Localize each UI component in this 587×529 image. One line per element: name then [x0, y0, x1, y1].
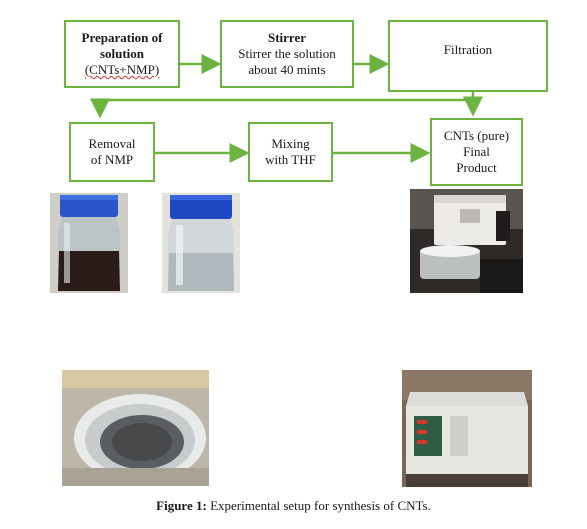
figure-caption-text: Experimental setup for synthesis of CNTs…: [206, 498, 431, 513]
box-removal-line-1: Removal: [88, 136, 136, 151]
figure-caption: Figure 1: Experimental setup for synthes…: [0, 498, 587, 514]
box-preparation: Preparation of solution (CNTs+NMP): [64, 20, 180, 88]
box-removal-line-2: of NMP: [90, 152, 134, 167]
arrow-filtration-to-removal: [90, 92, 475, 119]
box-final-line-3: Product: [456, 160, 497, 175]
box-preparation-line-2: solution: [99, 46, 145, 61]
box-mixing-line-1: Mixing: [271, 136, 310, 151]
photo-bottle-clear-liquid: [162, 193, 240, 293]
photo-filter-dish: [62, 370, 209, 486]
box-filtration-line-1: Filtration: [443, 42, 493, 57]
box-final-line-2: Final: [463, 144, 490, 159]
box-preparation-line-1: Preparation of: [81, 30, 163, 45]
box-preparation-line-3: (CNTs+NMP): [84, 62, 160, 77]
box-stirrer-line-2: Stirrer the solution: [238, 46, 336, 61]
box-mixing-line-2: with THF: [265, 152, 316, 167]
box-mixing: Mixing with THF: [248, 122, 333, 182]
box-removal: Removal of NMP: [69, 122, 155, 182]
photo-stirrer-apparatus: [410, 189, 523, 293]
figure-caption-label: Figure 1:: [156, 498, 207, 513]
box-stirrer-line-3: about 40 mints: [248, 62, 326, 77]
photo-bottle-dark-solution: [50, 193, 128, 293]
photo-centrifuge: [402, 370, 532, 487]
box-final-product: CNTs (pure) Final Product: [430, 118, 523, 186]
box-stirrer: Stirrer Stirrer the solution about 40 mi…: [220, 20, 354, 88]
box-stirrer-line-1: Stirrer: [267, 30, 307, 45]
box-filtration: Filtration: [388, 20, 548, 92]
box-final-line-1: CNTs (pure): [443, 128, 510, 143]
